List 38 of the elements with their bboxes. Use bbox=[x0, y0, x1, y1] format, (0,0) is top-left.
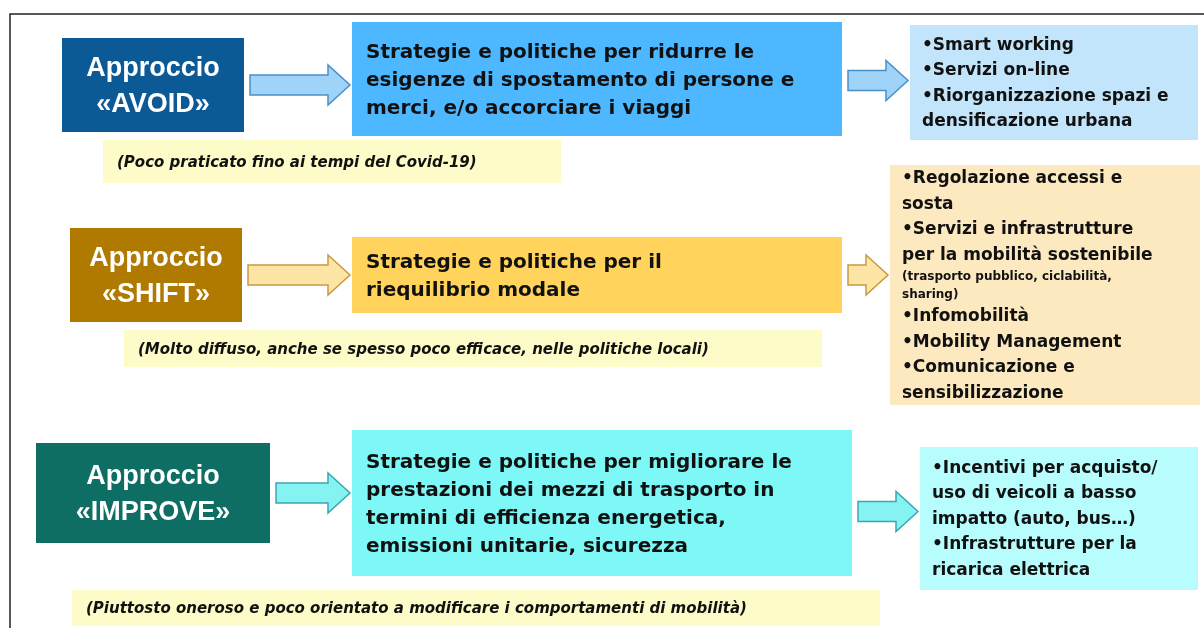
strategy-box bbox=[352, 22, 842, 136]
strategy-box bbox=[352, 237, 842, 313]
block-arrow bbox=[249, 63, 352, 107]
measure-item: •Regolazione accessi e sosta bbox=[902, 166, 1124, 215]
note-band bbox=[124, 330, 822, 367]
note-band bbox=[72, 590, 880, 626]
measure-item: •Comunicazione e sensibilizzazione bbox=[902, 355, 1076, 404]
measure-item: •Riorganizzazione spazi e densificazione urbana bbox=[922, 83, 1170, 132]
approach-box bbox=[62, 38, 244, 132]
measure-item: •Infrastrutture per la ricarica elettrica bbox=[932, 532, 1138, 581]
block-arrow bbox=[847, 58, 910, 103]
measure-item: (trasporto pubblico, ciclabilità, sharing) bbox=[902, 268, 1113, 303]
approach-title: Approccio «AVOID» bbox=[85, 50, 221, 120]
block-arrow bbox=[275, 471, 352, 515]
measures-box bbox=[910, 25, 1198, 140]
measures-box bbox=[890, 165, 1200, 405]
note-text: (Molto diffuso, anche se spesso poco efficace, nelle politiche locali) bbox=[138, 339, 710, 358]
note-text: (Piuttosto oneroso e poco orientato a modificare i comportamenti di mobilità) bbox=[86, 599, 748, 617]
approach-title: Approccio «SHIFT» bbox=[88, 240, 224, 310]
strategy-text: Strategie e politiche per il riequilibrio modale bbox=[366, 248, 663, 303]
measure-item: •Smart working bbox=[922, 32, 1075, 56]
measure-item: •Incentivi per acquisto/ uso di veicoli a basso impatto (auto, bus…) bbox=[932, 455, 1159, 530]
approach-box bbox=[36, 443, 270, 543]
block-arrow bbox=[247, 253, 352, 297]
strategy-box bbox=[352, 430, 852, 576]
strategy-text: Strategie e politiche per migliorare le prestazioni dei mezzi di trasporto in termini di efficienza energetica, emissioni unitarie, sicurezza bbox=[366, 448, 793, 559]
approach-title: Approccio «IMPROVE» bbox=[74, 458, 232, 528]
strategy-text: Strategie e politiche per ridurre le esigenze di spostamento di persone e merci, e/o accorciare i viaggi bbox=[366, 38, 796, 121]
block-arrow bbox=[857, 489, 920, 534]
measure-item: •Servizi e infrastrutture per la mobilità sostenibile bbox=[902, 217, 1154, 266]
measures-box bbox=[920, 447, 1198, 590]
note-text: (Poco praticato fino ai tempi del Covid-19) bbox=[117, 152, 478, 171]
measure-item: •Infomobilità bbox=[902, 304, 1030, 327]
note-band bbox=[103, 140, 561, 183]
block-arrow bbox=[847, 253, 890, 297]
measure-item: •Mobility Management bbox=[902, 329, 1123, 353]
measure-item: •Servizi on-line bbox=[922, 58, 1071, 81]
approach-box bbox=[70, 228, 242, 322]
